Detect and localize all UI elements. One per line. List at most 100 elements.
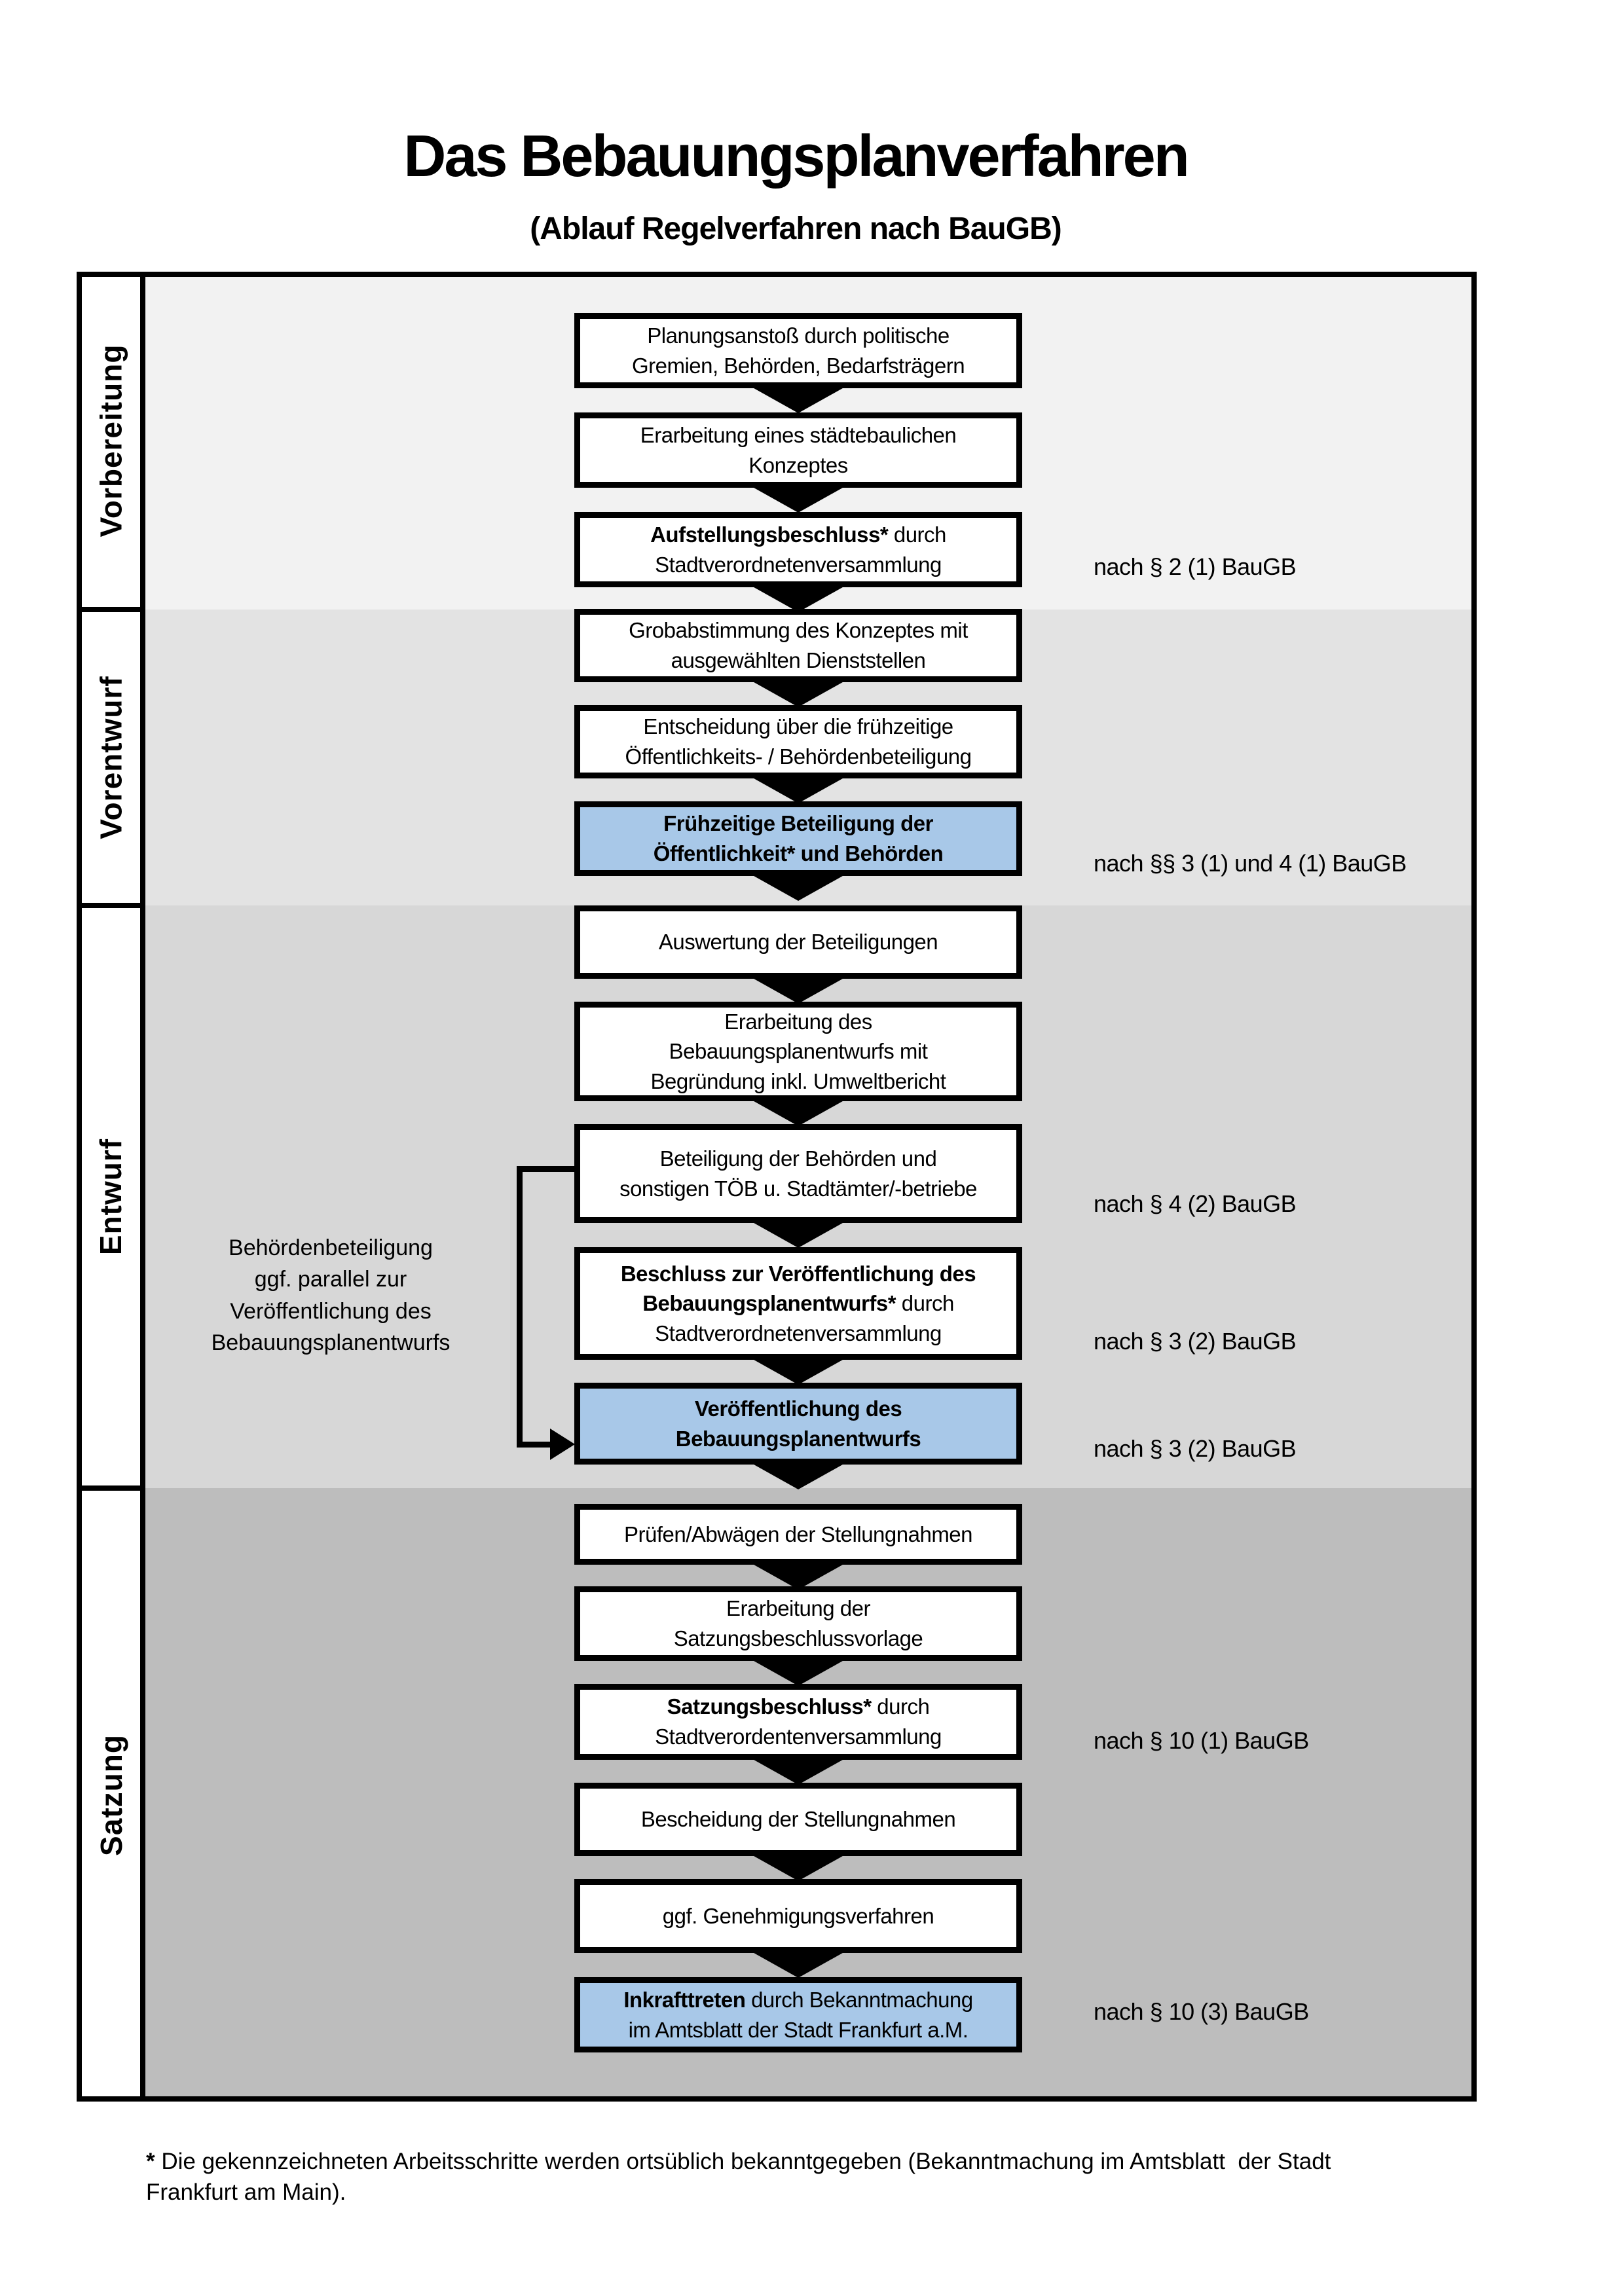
connector-horizontal-top — [517, 1166, 574, 1172]
step-text: Erarbeitung des — [724, 1009, 872, 1034]
phase-label-text: Satzung — [94, 1734, 128, 1856]
step-text: Stadtverordnetenversammlung — [655, 552, 942, 577]
step-auswertung-beteiligungen: Auswertung der Beteiligungen — [574, 905, 1022, 979]
side-note-line: Bebauungsplanentwurfs — [211, 1330, 451, 1355]
step-text: Bebauungsplanentwurfs* — [642, 1291, 896, 1316]
step-text: sonstigen TÖB u. Stadtämter/-betriebe — [619, 1176, 977, 1201]
phase-label-text: Vorbereitung — [94, 344, 128, 538]
step-text: Erarbeitung eines städtebaulichen — [640, 422, 957, 447]
step-text: Auswertung der Beteiligungen — [658, 930, 938, 955]
step-text: Erarbeitung der — [726, 1596, 870, 1621]
phase-label-vorentwurf: Vorentwurf — [77, 610, 145, 905]
step-text: Bescheidung der Stellungnahmen — [640, 1807, 956, 1832]
step-text: Bebauungsplanentwurfs mit — [669, 1039, 928, 1064]
step-text: Planungsanstoß durch politische — [647, 323, 950, 348]
side-note: Behördenbeteiligung ggf. parallel zur Ve… — [167, 1232, 494, 1358]
down-arrow-icon — [749, 1562, 847, 1590]
step-text: Begründung inkl. Umweltbericht — [650, 1068, 946, 1093]
down-arrow-icon — [749, 776, 847, 803]
step-text: Gremien, Behörden, Bedarfsträgern — [631, 353, 965, 378]
page-subtitle: (Ablauf Regelverfahren nach BauGB) — [530, 211, 1061, 246]
step-text: durch — [896, 1291, 955, 1316]
step-text: im Amtsblatt der Stadt Frankfurt a.M. — [628, 2017, 969, 2042]
phase-divider — [81, 903, 143, 908]
step-text: ggf. Genehmigungsverfahren — [662, 1903, 934, 1928]
step-text: Inkrafttreten — [623, 1987, 746, 2012]
step-grobabstimmung: Grobabstimmung des Konzeptes mit ausgewäh… — [574, 609, 1022, 682]
phase-label-vorbereitung: Vorbereitung — [77, 272, 145, 610]
down-arrow-icon — [749, 386, 847, 413]
step-text: Grobabstimmung des Konzeptes mit — [629, 618, 968, 643]
footnote: * Die gekennzeichneten Arbeitsschritte w… — [146, 2146, 1547, 2208]
step-text: Stadtverordentenversammlung — [655, 1724, 942, 1749]
down-arrow-icon — [749, 976, 847, 1004]
legal-ref-beschluss-veroeffentlichung: nach § 3 (2) BauGB — [1094, 1328, 1297, 1355]
down-arrow-icon — [749, 1220, 847, 1248]
phase-divider — [81, 1485, 143, 1491]
phase-label-text: Vorentwurf — [94, 676, 128, 839]
step-text: durch Bekanntmachung — [745, 1987, 973, 2012]
phase-label-satzung: Satzung — [77, 1488, 145, 2102]
diagram-frame — [77, 272, 1477, 2102]
down-arrow-icon — [749, 1462, 847, 1489]
phase-divider — [81, 607, 143, 612]
step-genehmigungsverfahren: ggf. Genehmigungsverfahren — [574, 1879, 1022, 1953]
page-title: Das Bebauungsplanverfahren — [403, 124, 1189, 189]
down-arrow-icon — [749, 680, 847, 707]
side-note-line: Veröffentlichung des — [230, 1298, 432, 1324]
step-text: durch — [871, 1694, 930, 1719]
legal-ref-aufstellungsbeschluss: nach § 2 (1) BauGB — [1094, 553, 1297, 580]
phase-label-entwurf: Entwurf — [77, 905, 145, 1488]
legal-ref-behoerdenbeteiligung: nach § 4 (2) BauGB — [1094, 1190, 1297, 1217]
step-text: Entscheidung über die frühzeitige — [643, 714, 953, 739]
legal-ref-inkrafttreten: nach § 10 (3) BauGB — [1094, 1998, 1309, 2025]
step-text: Öffentlichkeits- / Behördenbeteiligung — [625, 744, 972, 769]
step-text: Konzeptes — [748, 452, 848, 477]
down-arrow-icon — [749, 1099, 847, 1126]
footnote-line1: Die gekennzeichneten Arbeitsschritte wer… — [155, 2149, 1331, 2174]
down-arrow-icon — [749, 1658, 847, 1686]
side-note-line: Behördenbeteiligung — [229, 1235, 433, 1260]
legal-ref-veroeffentlichung-entwurf: nach § 3 (2) BauGB — [1094, 1435, 1297, 1462]
down-arrow-icon — [749, 1950, 847, 1978]
side-note-line: ggf. parallel zur — [254, 1267, 407, 1292]
footnote-marker: * — [146, 2149, 155, 2174]
step-text: Bebauungsplanentwurfs — [675, 1426, 921, 1451]
step-text: Öffentlichkeit* und Behörden — [653, 841, 944, 866]
down-arrow-icon — [749, 1757, 847, 1785]
down-arrow-icon — [749, 585, 847, 612]
step-text: durch — [888, 522, 947, 547]
step-text: Beteiligung der Behörden und — [659, 1146, 937, 1171]
down-arrow-icon — [749, 873, 847, 901]
step-text: Beschluss zur Veröffentlichung des — [620, 1261, 976, 1286]
step-inkrafttreten: Inkrafttreten durch Bekanntmachung im Amt… — [574, 1977, 1022, 2052]
step-behoerdenbeteiligung: Beteiligung der Behörden und sonstigen TÖ… — [574, 1124, 1022, 1223]
step-bescheidung: Bescheidung der Stellungnahmen — [574, 1783, 1022, 1856]
step-text: Satzungsbeschlussvorlage — [673, 1626, 923, 1650]
footnote-line2: Frankfurt am Main). — [146, 2179, 346, 2206]
legal-ref-fruehzeitige-beteiligung: nach §§ 3 (1) und 4 (1) BauGB — [1094, 850, 1407, 877]
step-text: Frühzeitige Beteiligung der — [663, 811, 933, 836]
step-text: Aufstellungsbeschluss* — [650, 522, 889, 547]
step-text: Veröffentlichung des — [694, 1396, 902, 1421]
step-text: ausgewählten Dienststellen — [671, 648, 926, 672]
down-arrow-icon — [749, 1357, 847, 1385]
connector-horizontal-bottom — [517, 1442, 553, 1448]
step-text: Stadtverordnetenversammlung — [655, 1321, 942, 1345]
right-arrow-icon — [550, 1429, 575, 1460]
step-pruefen-abwaegen: Prüfen/Abwägen der Stellungnahmen — [574, 1504, 1022, 1565]
connector-vertical — [517, 1166, 523, 1448]
phase-label-text: Entwurf — [94, 1138, 128, 1256]
step-text: Satzungsbeschluss* — [667, 1694, 872, 1719]
step-text: Prüfen/Abwägen der Stellungnahmen — [623, 1522, 973, 1546]
